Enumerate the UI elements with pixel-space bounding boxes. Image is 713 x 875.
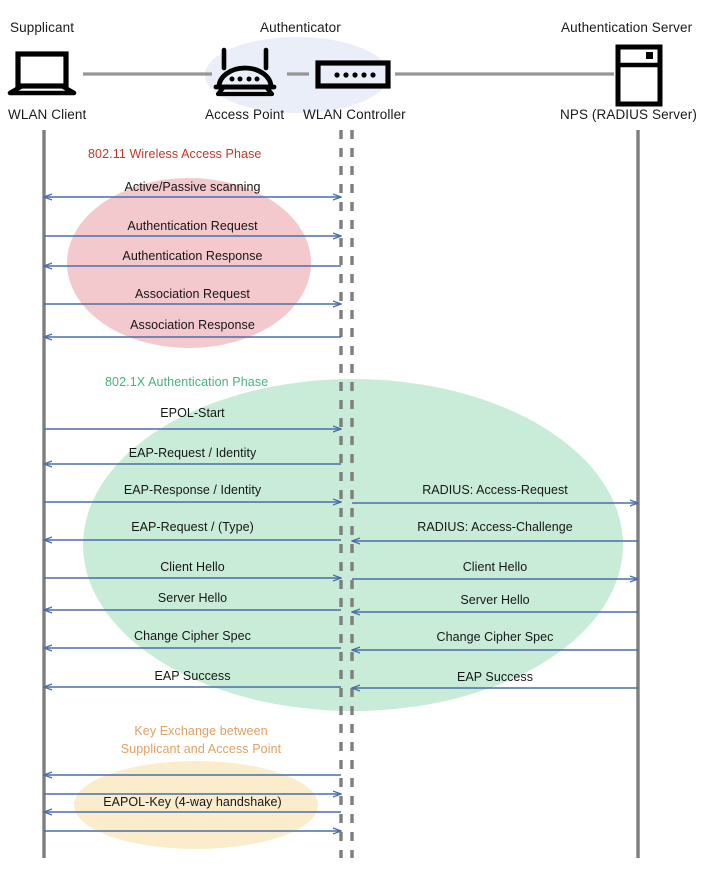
message-label: Client Hello — [160, 560, 225, 574]
role-label-auth-server: Authentication Server — [561, 20, 693, 35]
role-label-supplicant: Supplicant — [10, 20, 75, 35]
phase-title-key-exchange-line2: Supplicant and Access Point — [120, 742, 282, 757]
phase-title-key-exchange: Key Exchange between Supplicant and Acce… — [96, 722, 306, 758]
message-label: Client Hello — [462, 560, 528, 574]
message-label: Active/Passive scanning — [124, 180, 261, 194]
message-label: EAPOL-Key (4-way handshake) — [103, 795, 282, 809]
role-label-authenticator: Authenticator — [260, 20, 341, 35]
device-label-nps-radius-server: NPS (RADIUS Server) — [560, 107, 697, 122]
device-label-wlan-controller: WLAN Controller — [303, 107, 406, 122]
message-label: EAP-Request / Identity — [128, 446, 257, 460]
phase-title-dot1x-authentication: 802.1X Authentication Phase — [105, 375, 269, 389]
message-label: Authentication Response — [122, 249, 263, 263]
message-label: Change Cipher Spec — [134, 629, 251, 643]
message-label: EAP-Request / (Type) — [131, 520, 254, 534]
message-label: Association Request — [135, 287, 250, 301]
message-label: EAP Success — [456, 670, 534, 684]
message-label: EAP-Response / Identity — [123, 483, 262, 497]
phase-title-wireless-access: 802.11 Wireless Access Phase — [88, 147, 262, 161]
message-label: Association Response — [130, 318, 255, 332]
message-label: EAP Success — [154, 669, 231, 683]
device-label-wlan-client: WLAN Client — [8, 107, 87, 122]
message-label: EPOL-Start — [160, 406, 225, 420]
message-label: Authentication Request — [127, 219, 258, 233]
phase-title-key-exchange-line1: Key Exchange between — [134, 724, 268, 738]
message-label: RADIUS: Access-Request — [422, 483, 568, 497]
device-label-access-point: Access Point — [205, 107, 285, 122]
message-label: Server Hello — [157, 591, 228, 605]
message-label: RADIUS: Access-Challenge — [417, 520, 573, 534]
message-label: Server Hello — [460, 593, 530, 607]
message-label: Change Cipher Spec — [436, 630, 554, 644]
